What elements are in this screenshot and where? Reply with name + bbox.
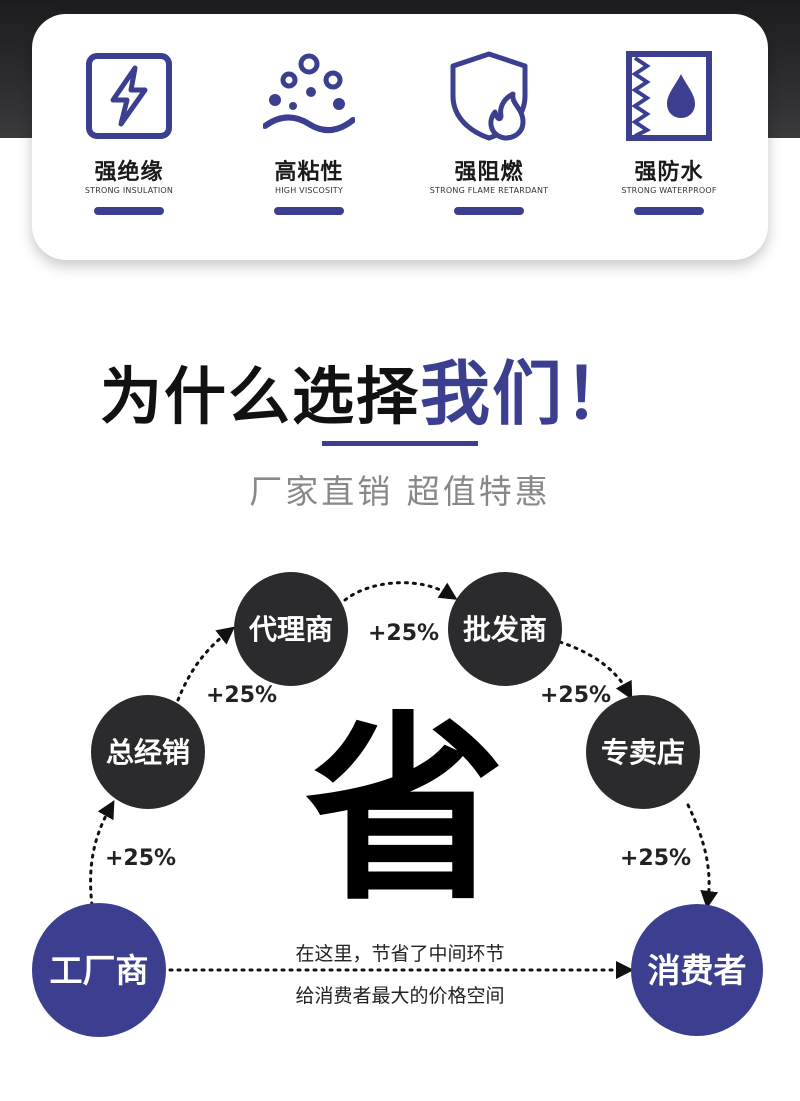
markup-label: +25% (105, 846, 176, 871)
node-wholesale: 批发商 (448, 572, 562, 686)
markup-label: +25% (368, 621, 439, 646)
feature-bar (94, 207, 164, 215)
node-general-label: 总经销 (106, 736, 190, 769)
feature-waterproof: 强防水 STRONG WATERPROOF (584, 14, 754, 260)
node-factory: 工厂商 (32, 903, 166, 1037)
node-store: 专卖店 (586, 695, 700, 809)
node-agent-label: 代理商 (248, 613, 333, 646)
water-drop-icon (626, 51, 712, 141)
feature-bar (454, 207, 524, 215)
markup-label: +25% (206, 683, 277, 708)
feature-title: 强防水 (634, 160, 704, 185)
arrow-agent-wholesale (343, 581, 458, 602)
node-agent: 代理商 (234, 572, 348, 686)
feature-title: 高粘性 (274, 160, 344, 185)
arrow-general-agent (176, 626, 236, 702)
arrow-factory-general (89, 800, 115, 907)
headline-blue: 我们！ (420, 353, 637, 435)
node-consumer-label: 消费者 (648, 951, 747, 990)
markup-label: +25% (620, 846, 691, 871)
feature-bar (634, 207, 704, 215)
bubbles-wave-icon (263, 53, 355, 133)
feature-flame-retardant: 强阻燃 STRONG FLAME RETARDANT (404, 14, 574, 260)
node-store-label: 专卖店 (601, 736, 685, 769)
distribution-chain-diagram: 代理商 批发商 总经销 专卖店 工厂商 消费者 +25% +25% +25% +… (32, 572, 763, 1037)
feature-insulation: 强绝缘 STRONG INSULATION (44, 14, 214, 260)
note-line-1: 在这里，节省了中间环节 (295, 943, 504, 965)
arrow-wholesale-store (558, 640, 633, 700)
headline-dark: 为什么选择 (100, 360, 421, 433)
feature-subtitle: HIGH VISCOSITY (275, 186, 343, 195)
feature-subtitle: STRONG WATERPROOF (621, 186, 717, 195)
feature-title: 强阻燃 (454, 160, 524, 185)
node-wholesale-label: 批发商 (463, 613, 547, 646)
markup-label: +25% (540, 683, 611, 708)
shield-flame-icon (450, 51, 528, 141)
lightning-box-icon (86, 53, 172, 139)
arrow-store-consumer (686, 803, 719, 909)
note-line-2: 给消费者最大的价格空间 (295, 985, 504, 1007)
feature-subtitle: STRONG FLAME RETARDANT (429, 186, 549, 195)
feature-viscosity: 高粘性 HIGH VISCOSITY (224, 14, 394, 260)
save-character: 省 (305, 695, 505, 928)
feature-bar (274, 207, 344, 215)
headline: 为什么选择我们！ (100, 338, 720, 435)
features-card: 强绝缘 STRONG INSULATION 高粘性 HIGH VISCOSITY… (32, 14, 768, 260)
node-general: 总经销 (91, 695, 205, 809)
node-factory-label: 工厂商 (50, 951, 149, 990)
feature-title: 强绝缘 (94, 160, 164, 185)
subheadline: 厂家直销 超值特惠 (249, 472, 551, 511)
node-consumer: 消费者 (631, 904, 763, 1036)
headline-underline (322, 441, 478, 446)
feature-subtitle: STRONG INSULATION (84, 186, 174, 195)
